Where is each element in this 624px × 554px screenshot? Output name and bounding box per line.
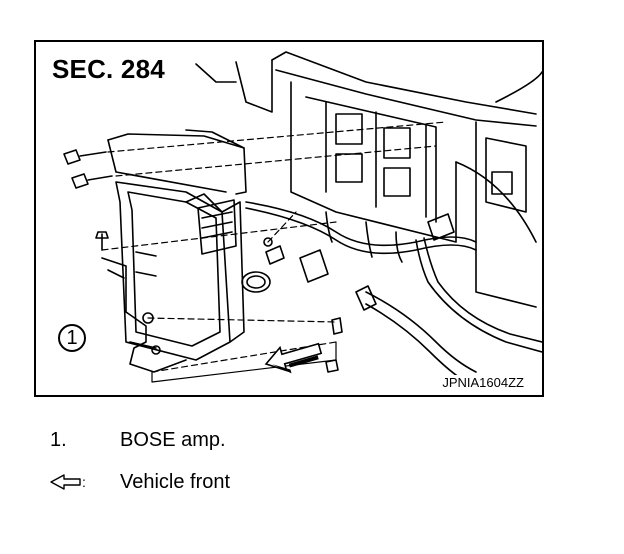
legend-key-suffix: : (82, 474, 86, 490)
assembly-leader-lines (101, 121, 447, 373)
vehicle-body-panel (195, 51, 542, 308)
outline-arrow-left-icon (50, 474, 81, 490)
diagram-figure: SEC. 284 1 JPNIA1604ZZ (34, 40, 544, 397)
wiring-harness (241, 201, 542, 383)
reference-outline (151, 341, 337, 383)
legend-text-bose-amp: BOSE amp. (120, 429, 226, 451)
bose-amp-unit (101, 129, 247, 373)
legend-key-1: 1. (50, 429, 67, 451)
callout-1: 1 (58, 324, 86, 352)
bose-amp-installation-illustration (63, 51, 542, 383)
legend-text-vehicle-front: Vehicle front (120, 471, 231, 493)
figure-code: JPNIA1604ZZ (440, 375, 526, 391)
vehicle-front-arrow (264, 342, 323, 374)
section-label: SEC. 284 (50, 54, 167, 84)
bolts (63, 149, 343, 373)
